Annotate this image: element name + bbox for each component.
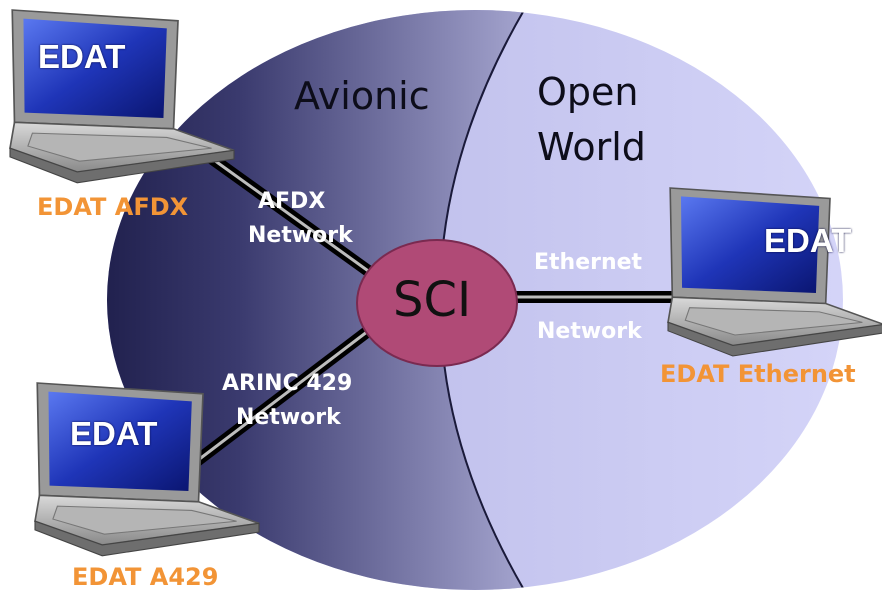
sci-hub [356, 239, 518, 367]
laptop-a429-screen-text: EDAT [70, 415, 158, 452]
edat-afdx-caption: EDAT AFDX [37, 193, 189, 221]
arinc-network-label-line2: Network [236, 405, 341, 430]
afdx-network-label-line2: Network [248, 223, 353, 248]
afdx-link [196, 145, 389, 288]
sci-label: SCI [393, 272, 472, 328]
arinc-network-label-line1: ARINC 429 [222, 371, 353, 396]
arinc-link [181, 317, 384, 475]
laptop-ethernet [667, 187, 882, 357]
ethernet-network-label-line2: Network [537, 319, 642, 344]
edat-ethernet-caption: EDAT Ethernet [660, 360, 856, 388]
laptop-afdx [9, 9, 235, 184]
afdx-network-label-line1: AFDX [258, 189, 326, 214]
open-world-title-line1: Open [537, 70, 639, 114]
laptop-ethernet-screen-text: EDAT [764, 222, 852, 259]
ethernet-network-label-line1: Ethernet [534, 250, 643, 275]
edat-a429-caption: EDAT A429 [72, 563, 219, 591]
avionic-title: Avionic [294, 74, 430, 118]
laptop-afdx-screen-text: EDAT [38, 38, 126, 75]
open-world-title-line2: World [537, 125, 646, 169]
